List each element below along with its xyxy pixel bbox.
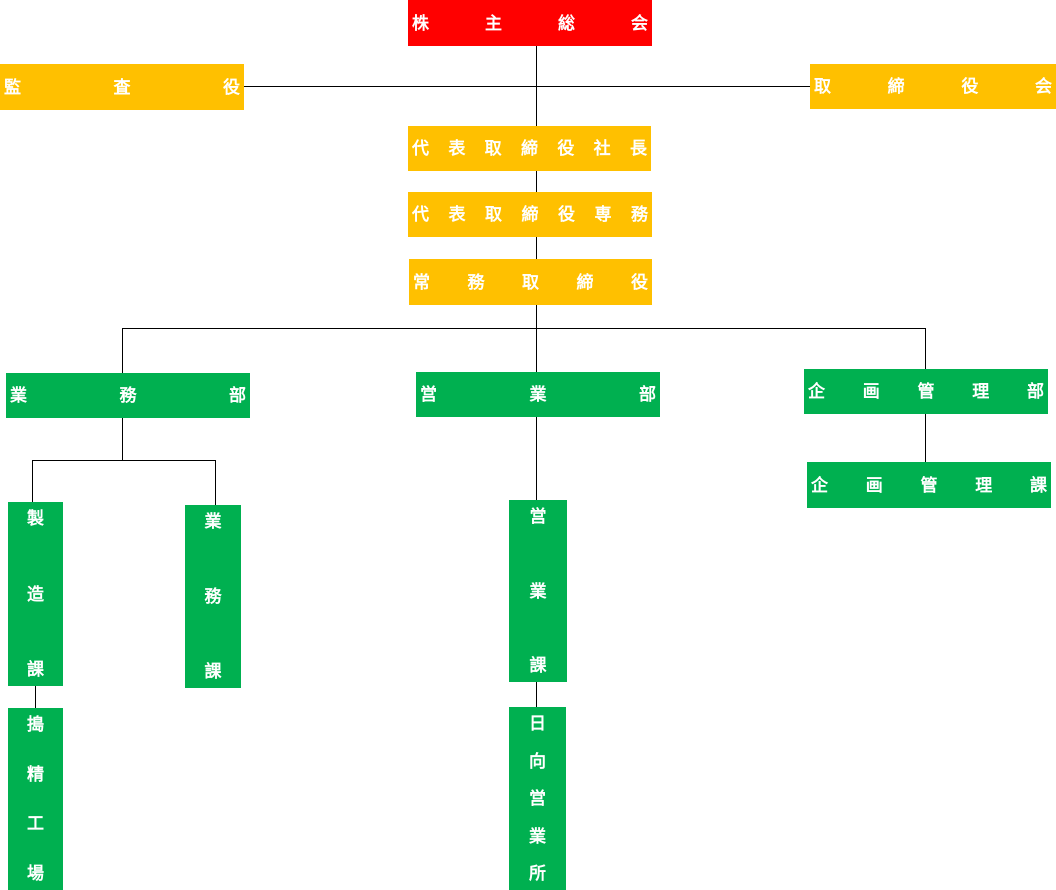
node-label-char: 社	[593, 139, 611, 159]
node-label-char: 務	[631, 205, 648, 225]
node-managing-director: 常務取締役	[409, 259, 652, 305]
node-label-char: 営	[529, 507, 547, 527]
node-label-char: 課	[529, 656, 547, 676]
node-label-char: 総	[558, 13, 575, 34]
node-sales-dept: 営業部	[416, 372, 660, 417]
node-label-char: 取	[522, 272, 539, 293]
node-label-char: 代	[412, 139, 429, 159]
connector-line	[122, 418, 123, 460]
node-label-char: 所	[529, 864, 546, 884]
node-president: 代表取締役社長	[408, 126, 651, 171]
connector-line	[35, 686, 36, 708]
node-label-char: 企	[808, 382, 825, 402]
node-label-char: 締	[576, 272, 594, 293]
node-board-of-directors: 取締役会	[810, 64, 1056, 109]
node-label-char: 画	[862, 382, 880, 402]
node-label-char: 締	[520, 139, 538, 159]
node-auditor: 監査役	[0, 64, 244, 110]
node-label-char: 部	[229, 386, 246, 406]
node-label-char: 取	[814, 77, 831, 97]
node-business-section: 業務課	[185, 505, 241, 688]
node-label-char: 取	[485, 205, 502, 225]
node-label-char: 査	[113, 77, 131, 98]
node-label-char: 課	[1030, 475, 1047, 496]
node-label-char: 営	[420, 385, 437, 405]
node-label-char: 長	[629, 139, 647, 159]
node-label-char: 務	[467, 272, 485, 293]
node-label-char: 搗	[27, 715, 44, 735]
node-planning-section: 企画管理課	[807, 462, 1051, 508]
node-label-char: 務	[204, 587, 222, 607]
node-label-char: 工	[27, 814, 44, 835]
node-label-char: 常	[413, 272, 430, 293]
node-label-char: 表	[448, 205, 466, 225]
node-label-char: 株	[412, 13, 429, 34]
node-label-char: 向	[529, 751, 546, 772]
node-label-char: 精	[27, 764, 44, 785]
node-label-char: 取	[484, 139, 502, 159]
node-label-char: 役	[223, 77, 240, 98]
node-label-char: 造	[27, 584, 44, 605]
node-label-char: 会	[1034, 77, 1052, 97]
node-label-char: 部	[1027, 382, 1044, 402]
node-label-char: 管	[917, 382, 935, 402]
node-label-char: 管	[920, 475, 938, 496]
node-label-char: 表	[448, 139, 466, 159]
node-label-char: 務	[119, 386, 137, 406]
connector-line	[536, 417, 537, 500]
node-label-char: 代	[412, 205, 429, 225]
node-label-char: 専	[594, 205, 612, 225]
node-sales-section: 営業課	[509, 500, 567, 682]
connector-line	[32, 460, 33, 502]
node-label-char: 役	[631, 272, 648, 293]
node-label-char: 画	[865, 475, 883, 496]
connector-line	[122, 328, 123, 373]
node-label-char: 会	[631, 13, 648, 34]
node-label-char: 企	[811, 475, 828, 496]
connector-line	[244, 86, 810, 87]
node-label-char: 課	[27, 660, 44, 680]
connector-line	[536, 682, 537, 707]
node-label-char: 営	[529, 789, 546, 809]
node-hyuga-sales-office: 日向営業所	[509, 707, 566, 890]
node-planning-dept: 企画管理部	[804, 369, 1048, 414]
node-label-char: 主	[485, 13, 502, 34]
node-business-dept: 業務部	[6, 373, 250, 418]
connector-line	[215, 460, 216, 505]
node-polishing-factory: 搗精工場	[8, 708, 63, 890]
node-label-char: 業	[204, 512, 222, 532]
node-label-char: 業	[529, 385, 547, 405]
node-label-char: 役	[558, 205, 575, 225]
node-shareholders-meeting: 株主総会	[408, 0, 652, 46]
node-label-char: 業	[529, 581, 547, 602]
connector-line	[925, 414, 926, 462]
connector-line	[32, 460, 216, 461]
node-label-char: 業	[10, 386, 27, 406]
node-label-char: 理	[975, 475, 993, 496]
node-label-char: 課	[204, 662, 222, 682]
node-label-char: 締	[521, 205, 539, 225]
connector-line	[925, 328, 926, 369]
node-label-char: 日	[529, 714, 546, 734]
node-label-char: 場	[27, 863, 44, 884]
node-label-char: 役	[961, 77, 979, 97]
node-label-char: 監	[4, 77, 21, 98]
node-label-char: 役	[557, 139, 575, 159]
node-label-char: 業	[529, 826, 546, 847]
node-senior-managing-director: 代表取締役専務	[408, 192, 652, 237]
node-label-char: 部	[639, 385, 656, 405]
node-label-char: 製	[27, 509, 44, 529]
node-label-char: 理	[972, 382, 990, 402]
node-label-char: 締	[887, 77, 905, 97]
node-manufacturing-section: 製造課	[8, 502, 63, 686]
connector-line	[122, 328, 925, 329]
